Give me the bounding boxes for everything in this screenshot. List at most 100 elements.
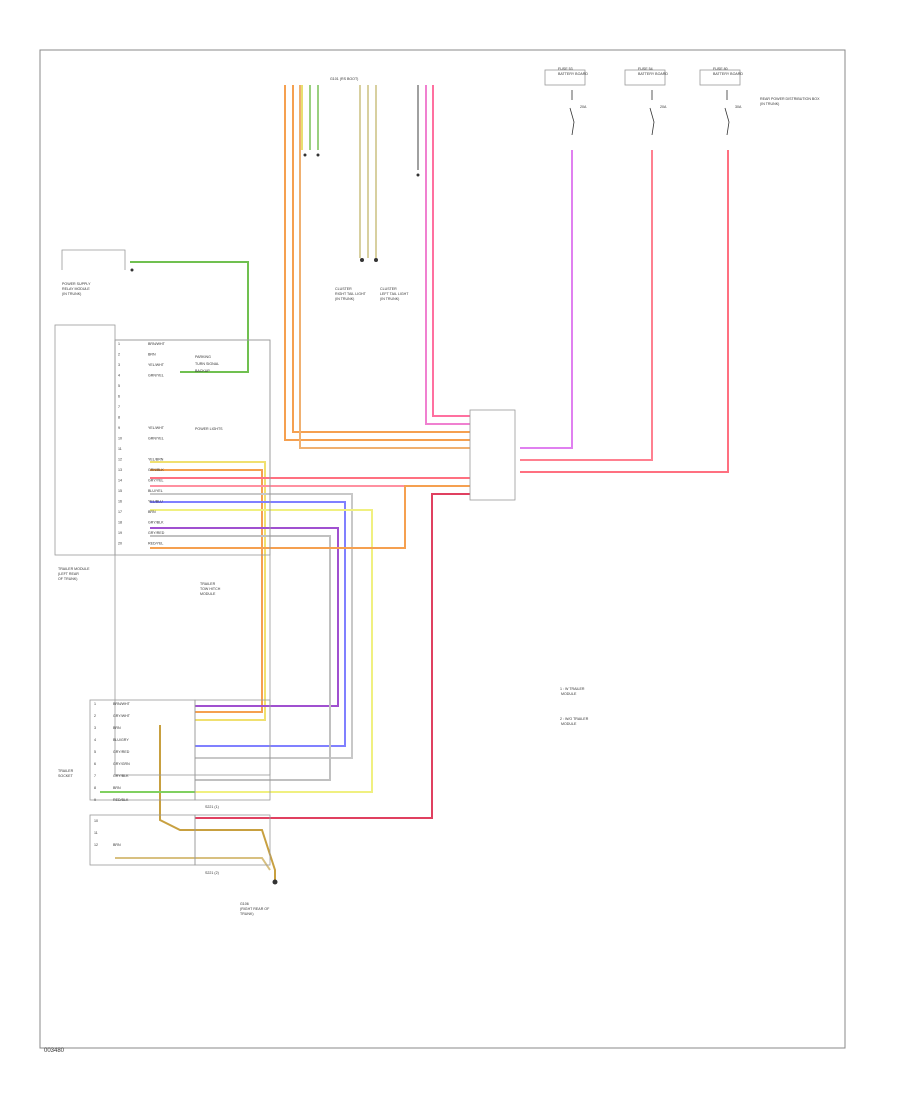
trailer-pin-color: BLU/GRY: [113, 738, 129, 742]
trailer-pin-color: BRN/WHT: [113, 702, 131, 706]
trailer-pin-color: GRY/WHT: [113, 714, 131, 718]
notes: 1 : W TRAILER MODULE 2 : W/O TRAILER MODU…: [560, 687, 589, 726]
trailer-pin-number: 12: [94, 843, 98, 847]
ground-symbol-bottom: [272, 879, 278, 885]
trailer-pin-number: 1: [94, 702, 96, 706]
left-pin-number: 20: [118, 542, 122, 546]
left-pin-number: 10: [118, 437, 122, 441]
left-pin-number: 3: [118, 363, 120, 367]
wire-violet-f53: [520, 150, 573, 449]
left-pin-number: 8: [118, 416, 120, 420]
left-pin-color: GRN/YEL: [148, 374, 164, 378]
wire-blue-h1: [150, 501, 346, 747]
left-pin-color: YEL/WHT: [148, 363, 165, 367]
trailer-pin-color: GRY/BLK: [113, 774, 129, 778]
left-pin-number: 6: [118, 395, 120, 399]
wires: [100, 85, 729, 880]
wire-grey-h2: [150, 535, 331, 781]
trailer-pin-number: 8: [94, 786, 96, 790]
relay-label: TURN SIGNAL: [195, 362, 219, 366]
left-pin-color: GRN/BLK: [148, 468, 164, 472]
frame-id: 003480: [44, 1048, 65, 1054]
left-pin-color: GRN/YEL: [148, 437, 164, 441]
wire-violet-h1: [150, 527, 339, 707]
left-pin-number: 9: [118, 426, 120, 430]
fuse-icon: [724, 90, 730, 136]
left-pin-number: 14: [118, 479, 122, 483]
left-pin-number: 19: [118, 531, 122, 535]
wire-grey-h1: [150, 493, 353, 759]
trailer-pin-number: 7: [94, 774, 96, 778]
wire-tan-ground-1: [159, 725, 276, 880]
trailer-pin-number: 9: [94, 798, 96, 802]
legend-note: 1 : W TRAILER MODULE: [560, 687, 585, 696]
left-pin-color: BRN: [148, 510, 156, 514]
wire-green-top: [130, 261, 249, 373]
trailer-pin-number: 6: [94, 762, 96, 766]
wire-yellow-h: [150, 461, 266, 721]
trailer-pin-number: 4: [94, 738, 96, 742]
diagram-frame: [39, 49, 846, 1049]
wire-pink-f54: [520, 150, 653, 461]
left-pin-number: 12: [118, 458, 122, 462]
wire-red-f80: [520, 150, 729, 473]
wire-orange-3: [299, 85, 470, 449]
left-pin-color: GRY/BLK: [148, 521, 164, 525]
trailer-pin-number: 11: [94, 831, 98, 835]
left-pin-number: 4: [118, 374, 120, 378]
trailer-pin-color: GRY/RED: [113, 750, 130, 754]
left-pin-color: YEL/WHT: [148, 426, 165, 430]
wire-pink-1: [425, 85, 470, 425]
left-pin-color: BRN: [148, 353, 156, 357]
relay-label: POWER LIGHTS: [195, 427, 223, 431]
left-pin-number: 17: [118, 510, 122, 514]
ground-symbol-top-2: [374, 258, 378, 262]
wire-yellow-h2: [150, 509, 373, 793]
fuse-icon: [569, 90, 575, 136]
fuse-icon: [649, 90, 655, 136]
ground-symbols: [130, 153, 420, 885]
trailer-pin-color: RED/BLK: [113, 798, 129, 802]
left-pin-number: 1: [118, 342, 120, 346]
trailer-pin-color: BRN: [113, 786, 121, 790]
left-pin-number: 13: [118, 468, 122, 472]
fuse-rating: 30A: [735, 105, 742, 109]
wire-orange-1: [284, 85, 470, 441]
fuse-rating: 20A: [580, 105, 587, 109]
left-pin-number: 5: [118, 384, 120, 388]
left-pin-color: BLU/YEL: [148, 489, 163, 493]
legend-note: 2 : W/O TRAILER MODULE: [560, 717, 589, 726]
left-pin-number: 2: [118, 353, 120, 357]
relay-label: PARKING: [195, 355, 211, 359]
left-pin-color: GRY/YEL: [148, 479, 164, 483]
trailer-pin-number: 3: [94, 726, 96, 730]
connector-outlines: [54, 69, 741, 866]
label-splice-bottom: S221 (2): [205, 871, 219, 875]
label-power-dist: REAR POWER DISTRIBUTION BOX(IN TRUNK): [760, 97, 820, 106]
ground-symbol-top-1: [360, 258, 364, 262]
trailer-pin-number: 10: [94, 819, 98, 823]
trailer-pin-color: BRN: [113, 726, 121, 730]
fuse-rating: 20A: [660, 105, 667, 109]
left-pin-color: GRY/RED: [148, 531, 165, 535]
left-pin-number: 11: [118, 447, 122, 451]
wire-orange-h2: [150, 485, 470, 549]
left-pin-number: 15: [118, 489, 122, 493]
left-pin-color: BRN/WHT: [148, 342, 166, 346]
left-pin-number: 7: [118, 405, 120, 409]
